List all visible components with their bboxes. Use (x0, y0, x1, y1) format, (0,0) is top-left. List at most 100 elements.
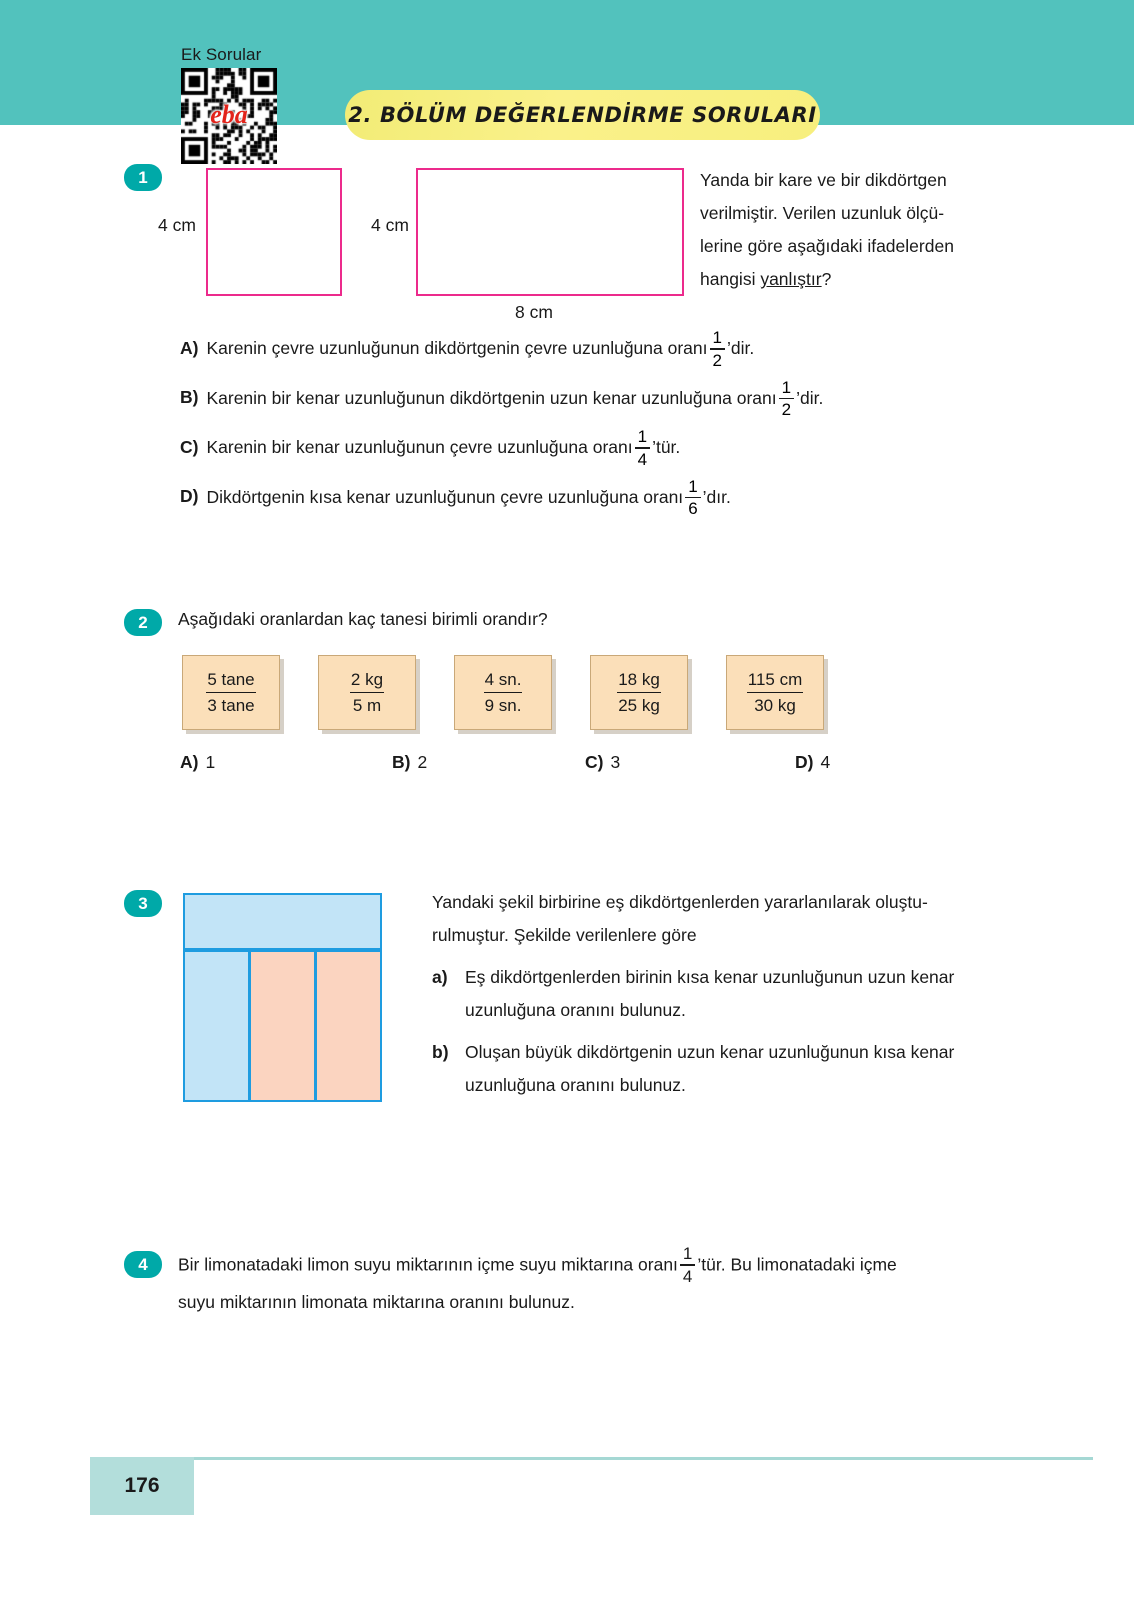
prompt-line: Oluşan büyük dikdörtgenin uzun kenar uzu… (465, 1042, 955, 1062)
fraction-numerator: 1 (682, 1244, 693, 1263)
part-marker: b) (432, 1042, 449, 1062)
option-row[interactable]: C)3 (585, 752, 620, 773)
fraction-numerator: 2 kg (350, 669, 384, 689)
footer-rule (90, 1457, 1093, 1460)
question-3-part-a: a) Eş dikdörtgenlerden birinin kısa kena… (432, 961, 994, 1027)
option-value: 1 (205, 752, 216, 772)
option-row[interactable]: A) 1 (180, 752, 215, 773)
option-row[interactable]: C) Karenin bir kenar uzunluğunun çevre uz… (180, 428, 1010, 469)
square-side-label: 4 cm (158, 215, 196, 235)
fraction-bar (679, 1264, 696, 1266)
fraction-numerator: 115 cm (747, 669, 803, 689)
prompt-line: suyu miktarının limonata miktarına oranı… (178, 1291, 575, 1312)
fraction-numerator: 1 (712, 328, 722, 347)
prompt-text: hangisi (700, 269, 761, 289)
option-letter: B) (392, 752, 411, 772)
figure-column-peach-2 (315, 950, 382, 1102)
option-suffix: ’dir. (796, 387, 824, 408)
composite-rectangle-figure (183, 893, 382, 1102)
rectangle-long-side-label: 8 cm (515, 302, 553, 322)
prompt-tail: ? (821, 269, 832, 289)
fraction-bar (709, 348, 725, 350)
prompt-line: Yanda bir kare ve bir dikdörtgen (700, 170, 947, 190)
fraction-numerator: 5 tane (207, 669, 255, 689)
option-row[interactable]: B)Karenin bir kenar uzunluğunun dikdörtg… (180, 379, 1010, 420)
fraction: 5 tane 3 tane (203, 668, 258, 718)
ratio-box-group: 5 tane 3 tane 2 kg 5 m 4 sn. 9 sn. 18 kg (182, 655, 824, 730)
eba-extra-questions-label: Ek Sorular (181, 45, 262, 64)
prompt-line: Yandaki şekil birbirine eş dikdörtgenler… (432, 892, 928, 912)
ratio-box: 5 tane 3 tane (182, 655, 280, 730)
fraction-bar (483, 691, 523, 694)
option-row[interactable]: A) Karenin çevre uzunluğunun dikdörtgenin… (180, 328, 1010, 370)
question-3-part-b: b) Oluşan büyük dikdörtgenin uzun kenar … (432, 1036, 994, 1102)
option-letter: A) (180, 752, 199, 772)
fraction-denominator: 5 m (352, 696, 382, 716)
option-letter: D) (795, 752, 814, 772)
option-value: 4 (820, 752, 831, 772)
fraction: 18 kg 25 kg (614, 668, 664, 718)
option-row[interactable]: D) Dikdörtgenin kısa kenar uzunluğunun çe… (180, 476, 1010, 519)
prompt-line: Bir limonatadaki limon suyu miktarının i… (178, 1244, 996, 1286)
ratio-box: 18 kg 25 kg (590, 655, 688, 730)
fraction-denominator: 4 (637, 449, 648, 469)
option-value: 2 (417, 752, 428, 772)
question-1-prompt: Yanda bir kare ve bir dikdörtgen verilmi… (700, 164, 1000, 296)
option-suffix: ’dır. (702, 486, 731, 507)
question-1-options: A) Karenin çevre uzunluğunun dikdörtgenin… (180, 328, 1010, 528)
option-letter: D) (180, 486, 199, 507)
question-number-badge-4: 4 (124, 1251, 162, 1278)
option-row[interactable]: B) 2 (392, 752, 427, 773)
fraction-bar (617, 691, 661, 694)
option-letter: B) (180, 387, 199, 408)
ratio-box: 115 cm 30 kg (726, 655, 824, 730)
prompt-line: uzunluğuna oranını bulunuz. (465, 1000, 686, 1020)
square-figure (206, 168, 342, 296)
option-letter: C) (585, 752, 604, 772)
prompt-line: rulmuştur. Şekilde verilenlere göre (432, 925, 697, 945)
prompt-line: hangisi yanlıştır? (700, 263, 1000, 296)
question-4-prompt: Bir limonatadaki limon suyu miktarının i… (178, 1244, 996, 1319)
section-title-banner: 2. BÖLÜM DEĞERLENDİRME SORULARI (345, 90, 820, 140)
page-number: 176 (124, 1474, 160, 1497)
prompt-text: ’tür. Bu limonatadaki içme (697, 1254, 897, 1275)
prompt-text: Bir limonatadaki limon suyu miktarının i… (178, 1254, 678, 1275)
fraction-numerator: 4 sn. (484, 669, 522, 689)
option-row[interactable]: D) 4 (795, 752, 830, 773)
fraction-numerator: 18 kg (618, 669, 660, 689)
qr-code[interactable] (181, 68, 277, 164)
fraction-denominator: 3 tane (207, 696, 255, 716)
option-text: Karenin çevre uzunluğunun dikdörtgenin ç… (206, 337, 708, 358)
fraction-denominator: 9 sn. (484, 696, 522, 716)
fraction-denominator: 4 (682, 1266, 693, 1286)
question-3-prompt: Yandaki şekil birbirine eş dikdörtgenler… (432, 886, 994, 1102)
fraction: 4 sn. 9 sn. (481, 668, 526, 718)
figure-top-rectangle (183, 893, 382, 950)
option-letter: C) (180, 436, 199, 457)
fraction-bar (634, 447, 651, 449)
fraction-denominator: 30 kg (754, 696, 796, 716)
fraction: 115 cm 30 kg (744, 668, 807, 718)
prompt-emphasis: yanlıştır (760, 269, 822, 289)
fraction-denominator: 25 kg (618, 696, 660, 716)
fraction-denominator: 2 (712, 350, 722, 370)
fraction-bar (206, 691, 256, 694)
prompt-line: lerine göre aşağıdaki ifadelerden (700, 236, 954, 256)
ratio-box: 4 sn. 9 sn. (454, 655, 552, 730)
fraction-numerator: 1 (688, 476, 698, 496)
option-text: Dikdörtgenin kısa kenar uzunluğunun çevr… (206, 486, 684, 507)
prompt-line: verilmiştir. Verilen uzunluk ölçü- (700, 203, 945, 223)
fraction-bar (349, 691, 385, 694)
figure-column-peach-1 (249, 950, 316, 1102)
option-text: Karenin bir kenar uzunluğunun çevre uzun… (206, 436, 633, 457)
option-letter: A) (180, 337, 199, 358)
page-number-block (90, 1457, 194, 1515)
part-marker: a) (432, 967, 448, 987)
option-suffix: ’tür. (652, 436, 681, 457)
